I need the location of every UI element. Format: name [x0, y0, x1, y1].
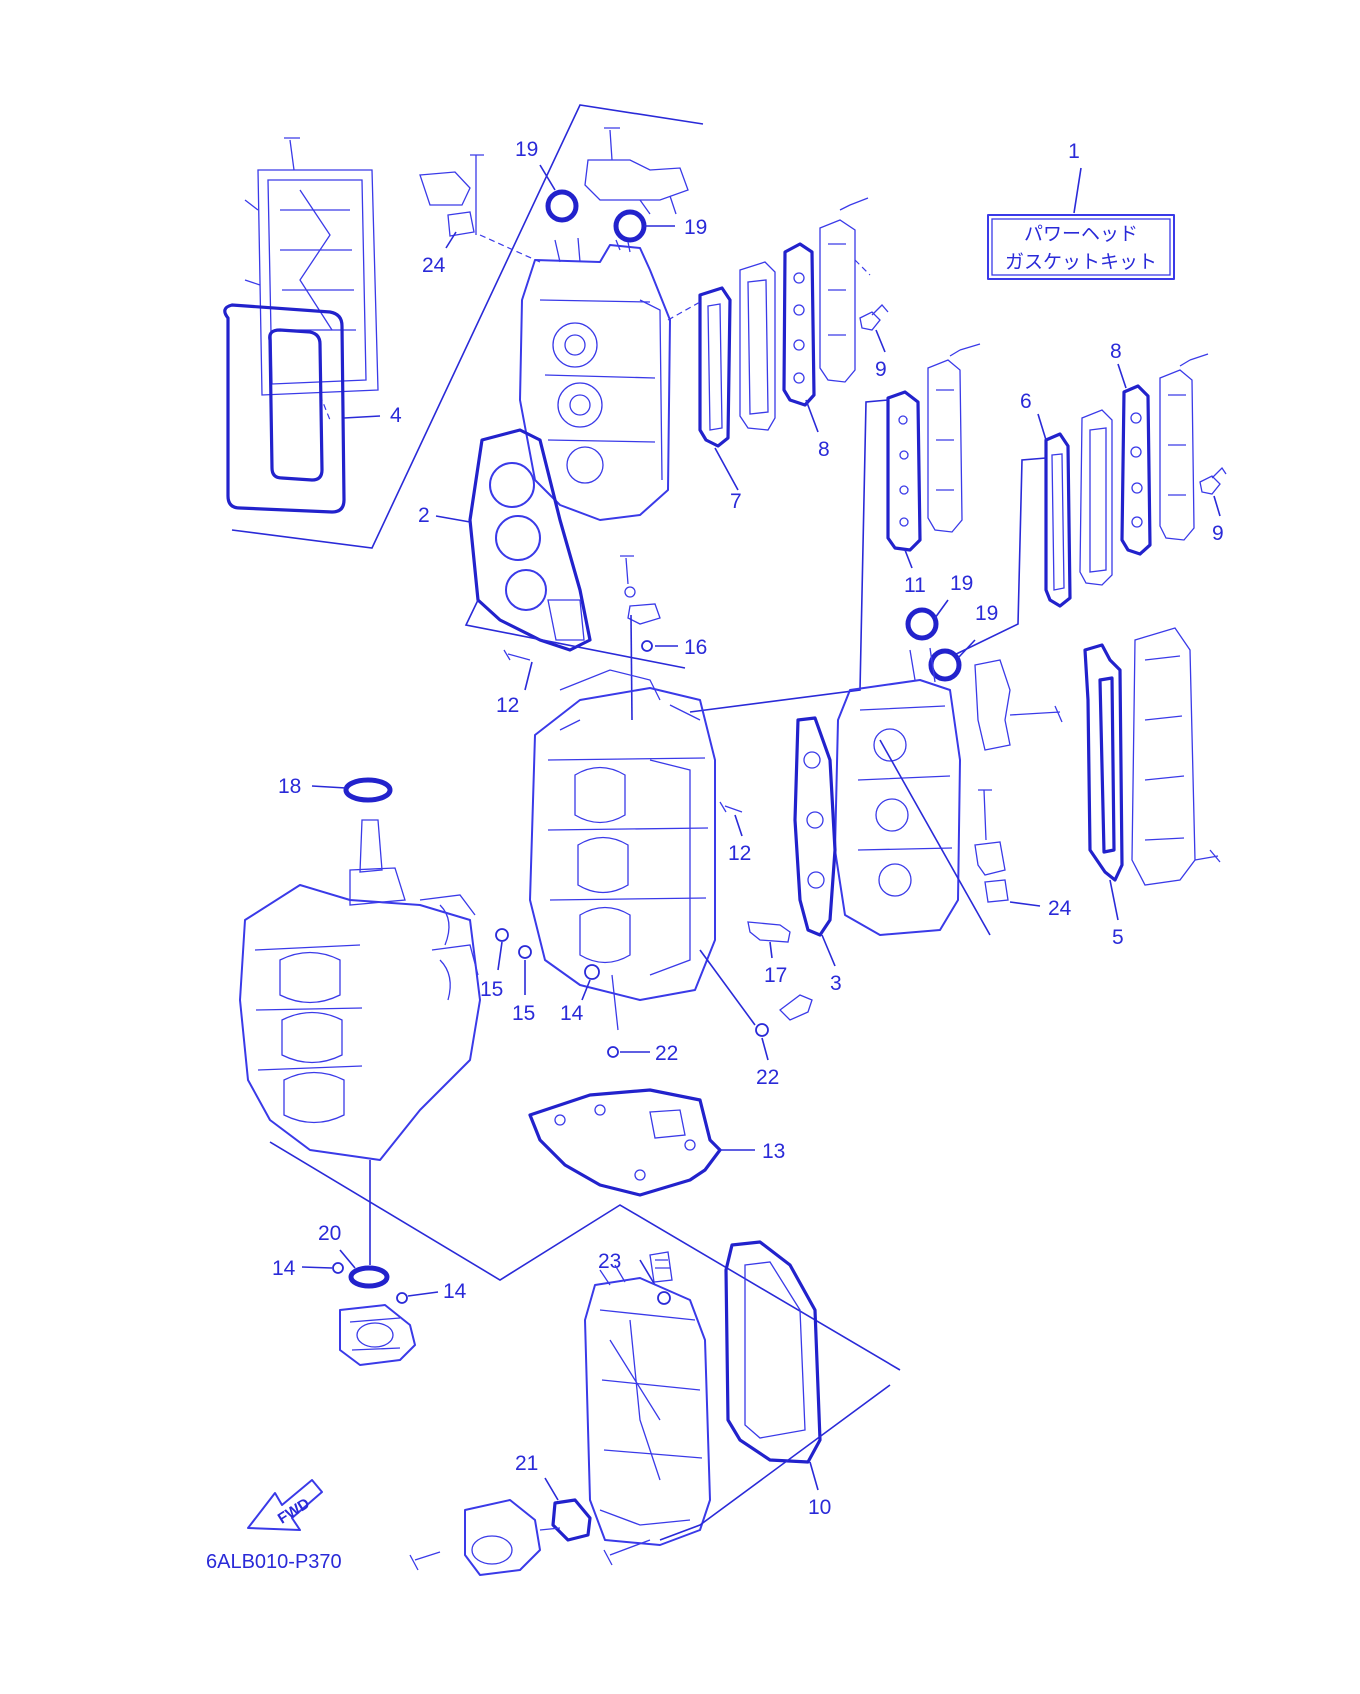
- fwd-arrow: FWD: [247, 1479, 323, 1531]
- callout-22b: 22: [756, 1066, 779, 1089]
- oil-seal-20: 20: [318, 1222, 390, 1289]
- oil-pump: [339, 1304, 416, 1366]
- oil-seal-19d: [928, 648, 962, 682]
- exhaust-guide-cover: [584, 1264, 711, 1546]
- callout-19c: 19: [950, 572, 973, 595]
- callout-20: 20: [318, 1222, 341, 1245]
- diagram-code: 6ALB010-P370: [206, 1551, 342, 1573]
- callout-24a: 24: [422, 254, 446, 277]
- callout-13: 13: [762, 1140, 785, 1163]
- sensor-16: 16: [620, 555, 707, 721]
- cylinder-head-right: [834, 647, 961, 936]
- exhaust-gasket-11: 11: [689, 390, 926, 713]
- oil-strainer: [409, 1499, 651, 1576]
- oil-seal-19c: [905, 607, 939, 641]
- callout-19d: 19: [975, 602, 998, 625]
- bracket-17: 17: [747, 921, 791, 987]
- cylinder-block: [529, 669, 716, 1001]
- cover-gasket-10: 10: [659, 1240, 891, 1541]
- callout-15a: 15: [480, 978, 503, 1001]
- kit-label-line2: ガスケットキット: [1005, 251, 1157, 273]
- callout-3: 3: [830, 972, 842, 995]
- left-head-cover: [244, 137, 379, 421]
- cylinder-head-upper: [519, 237, 671, 521]
- water-jacket-cover-top: [584, 127, 689, 215]
- callout-19b: 19: [684, 216, 707, 239]
- callout-9b: 9: [1212, 522, 1224, 545]
- callout-9a: 9: [875, 358, 887, 381]
- crankcase-gasket-13: 13: [528, 1088, 785, 1197]
- exhaust-gasket-6: 6: [947, 390, 1072, 659]
- callout-14b: 14: [272, 1257, 296, 1280]
- callout-8a: 8: [818, 438, 830, 461]
- callout-10: 10: [808, 1496, 831, 1519]
- cylinder-block-cover-right: [1131, 627, 1221, 886]
- exhaust-outer-cover: [739, 261, 776, 431]
- callout-1: 1: [1068, 140, 1080, 163]
- dowel-22b: 22: [699, 949, 813, 1089]
- oil-seal-19b: [613, 209, 647, 243]
- callout-7: 7: [730, 490, 742, 513]
- orings-14-bottom: 14 14: [272, 1257, 467, 1304]
- cylinder-head-gasket-2: 2: [418, 428, 686, 669]
- kit-label-line1: パワーヘッド: [1024, 223, 1138, 245]
- crankcase-crankshaft: [239, 819, 481, 1161]
- callout-12a: 12: [496, 694, 519, 717]
- callout-18: 18: [278, 775, 301, 798]
- callout-4: 4: [390, 404, 402, 427]
- gasket-kit-box: 1 パワーヘッド ガスケットキット: [987, 140, 1175, 280]
- gasket-4: 4: [223, 303, 402, 514]
- anode-9a: 9: [859, 304, 889, 381]
- callout-22a: 22: [655, 1042, 678, 1065]
- exhaust-gasket-8b: 8: [1110, 340, 1152, 556]
- exhaust-gasket-7: 7: [667, 286, 742, 513]
- oil-strainer-gasket-21: 21: [515, 1452, 592, 1542]
- oring-14a: 14: [560, 964, 600, 1025]
- callout-23: 23: [598, 1250, 621, 1273]
- thermostat-cover-top: 24: [419, 154, 541, 277]
- callout-2: 2: [418, 504, 430, 527]
- water-jacket-right: [974, 659, 1063, 751]
- exhaust-outer-cover-b: [1079, 409, 1113, 586]
- callout-8b: 8: [1110, 340, 1122, 363]
- thermostat-right-24: 24: [879, 739, 1072, 936]
- drain-plug-23: 23: [598, 1250, 673, 1305]
- anode-9b: 9: [1199, 466, 1227, 545]
- exhaust-cover-plate-b: [927, 343, 981, 533]
- callout-12b: 12: [728, 842, 751, 865]
- cover-gasket-5: 5: [1083, 643, 1124, 949]
- callout-5: 5: [1112, 926, 1124, 949]
- exhaust-cover-plate-c: [1159, 353, 1209, 541]
- callout-24b: 24: [1048, 897, 1072, 920]
- oil-seal-19a: [545, 189, 579, 223]
- callout-14a: 14: [560, 1002, 584, 1025]
- exhaust-cover-plate-a: [819, 197, 871, 383]
- orings-15: 15 15: [480, 928, 535, 1025]
- dowel-22a: 22: [607, 974, 678, 1065]
- callout-19a: 19: [515, 138, 538, 161]
- callout-14c: 14: [443, 1280, 467, 1303]
- callout-21: 21: [515, 1452, 538, 1475]
- callout-16: 16: [684, 636, 707, 659]
- oil-seal-18: 18: [278, 775, 393, 803]
- head-gasket-3: 3: [793, 716, 842, 995]
- callout-6: 6: [1020, 390, 1032, 413]
- exhaust-gasket-8a: 8: [782, 242, 830, 461]
- callout-15b: 15: [512, 1002, 535, 1025]
- bolts-12: 12 12: [496, 649, 751, 865]
- callout-17: 17: [764, 964, 787, 987]
- callout-11: 11: [904, 574, 926, 597]
